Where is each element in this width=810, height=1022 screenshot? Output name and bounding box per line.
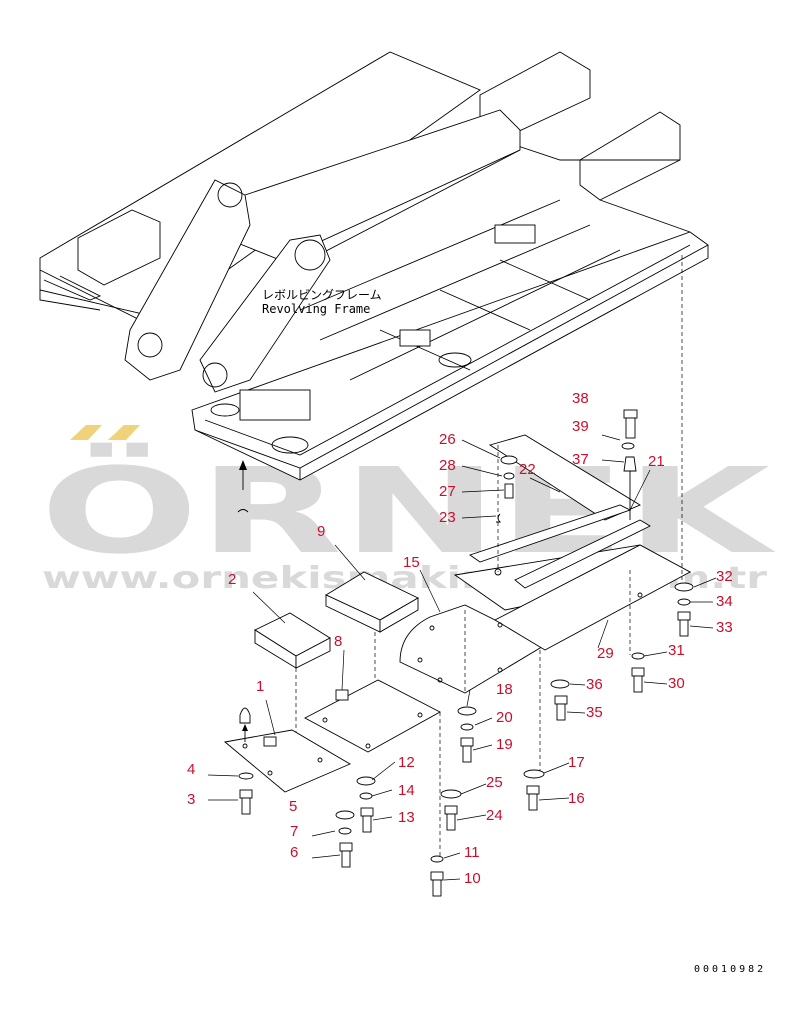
part-2-pad <box>252 591 331 760</box>
callout-25: 25 <box>486 774 503 791</box>
fasteners <box>238 409 694 897</box>
callout-21: 21 <box>648 453 665 470</box>
revolving-frame-drawing <box>39 51 709 481</box>
callout-13: 13 <box>398 809 415 826</box>
callout-14: 14 <box>398 782 415 799</box>
frame-label-jp: レボルビングフレーム <box>262 288 382 302</box>
callout-27: 27 <box>439 483 456 500</box>
callout-39: 39 <box>572 418 589 435</box>
callout-34: 34 <box>716 593 733 610</box>
callout-10: 10 <box>464 870 481 887</box>
callout-23: 23 <box>439 509 456 526</box>
callout-32: 32 <box>716 568 733 585</box>
callout-17: 17 <box>568 754 585 771</box>
part-21-plate <box>469 255 683 655</box>
callout-9: 9 <box>317 523 325 540</box>
callout-18: 18 <box>496 681 513 698</box>
callout-7: 7 <box>290 823 298 840</box>
leader-lines <box>207 434 717 881</box>
part-5-cover-plate <box>223 707 351 793</box>
callout-3: 3 <box>187 791 195 808</box>
callout-11: 11 <box>464 844 480 861</box>
callout-15: 15 <box>403 554 420 571</box>
callout-5: 5 <box>289 798 297 815</box>
callout-16: 16 <box>568 790 585 807</box>
callout-4: 4 <box>187 761 195 778</box>
callout-numbers: 1 2 3 4 5 6 7 8 9 10 11 12 13 14 15 16 1… <box>187 390 733 887</box>
callout-38: 38 <box>572 390 589 407</box>
drawing-part-number: 00010982 <box>694 964 766 975</box>
callout-31: 31 <box>668 642 685 659</box>
callout-30: 30 <box>668 675 685 692</box>
frame-arrow <box>237 460 249 513</box>
frame-label-en: Revolving Frame <box>262 302 370 316</box>
callout-6: 6 <box>290 844 298 861</box>
callout-35: 35 <box>586 704 603 721</box>
callout-29: 29 <box>597 645 614 662</box>
callout-2: 2 <box>228 571 236 588</box>
callout-8: 8 <box>334 633 342 650</box>
callout-19: 19 <box>496 736 513 753</box>
callout-24: 24 <box>486 807 503 824</box>
callout-37: 37 <box>572 451 589 468</box>
part-8-cover-plate <box>304 679 441 860</box>
callout-12: 12 <box>398 754 415 771</box>
callout-1: 1 <box>256 678 264 695</box>
callout-36: 36 <box>586 676 603 693</box>
callout-22: 22 <box>519 461 536 478</box>
callout-20: 20 <box>496 709 513 726</box>
callout-28: 28 <box>439 457 456 474</box>
part-29-cover-plate <box>453 544 692 772</box>
callout-33: 33 <box>716 619 733 636</box>
callout-26: 26 <box>439 431 456 448</box>
watermark: ÖRNEK www.ornekismakinalari.com.tr <box>40 425 777 596</box>
